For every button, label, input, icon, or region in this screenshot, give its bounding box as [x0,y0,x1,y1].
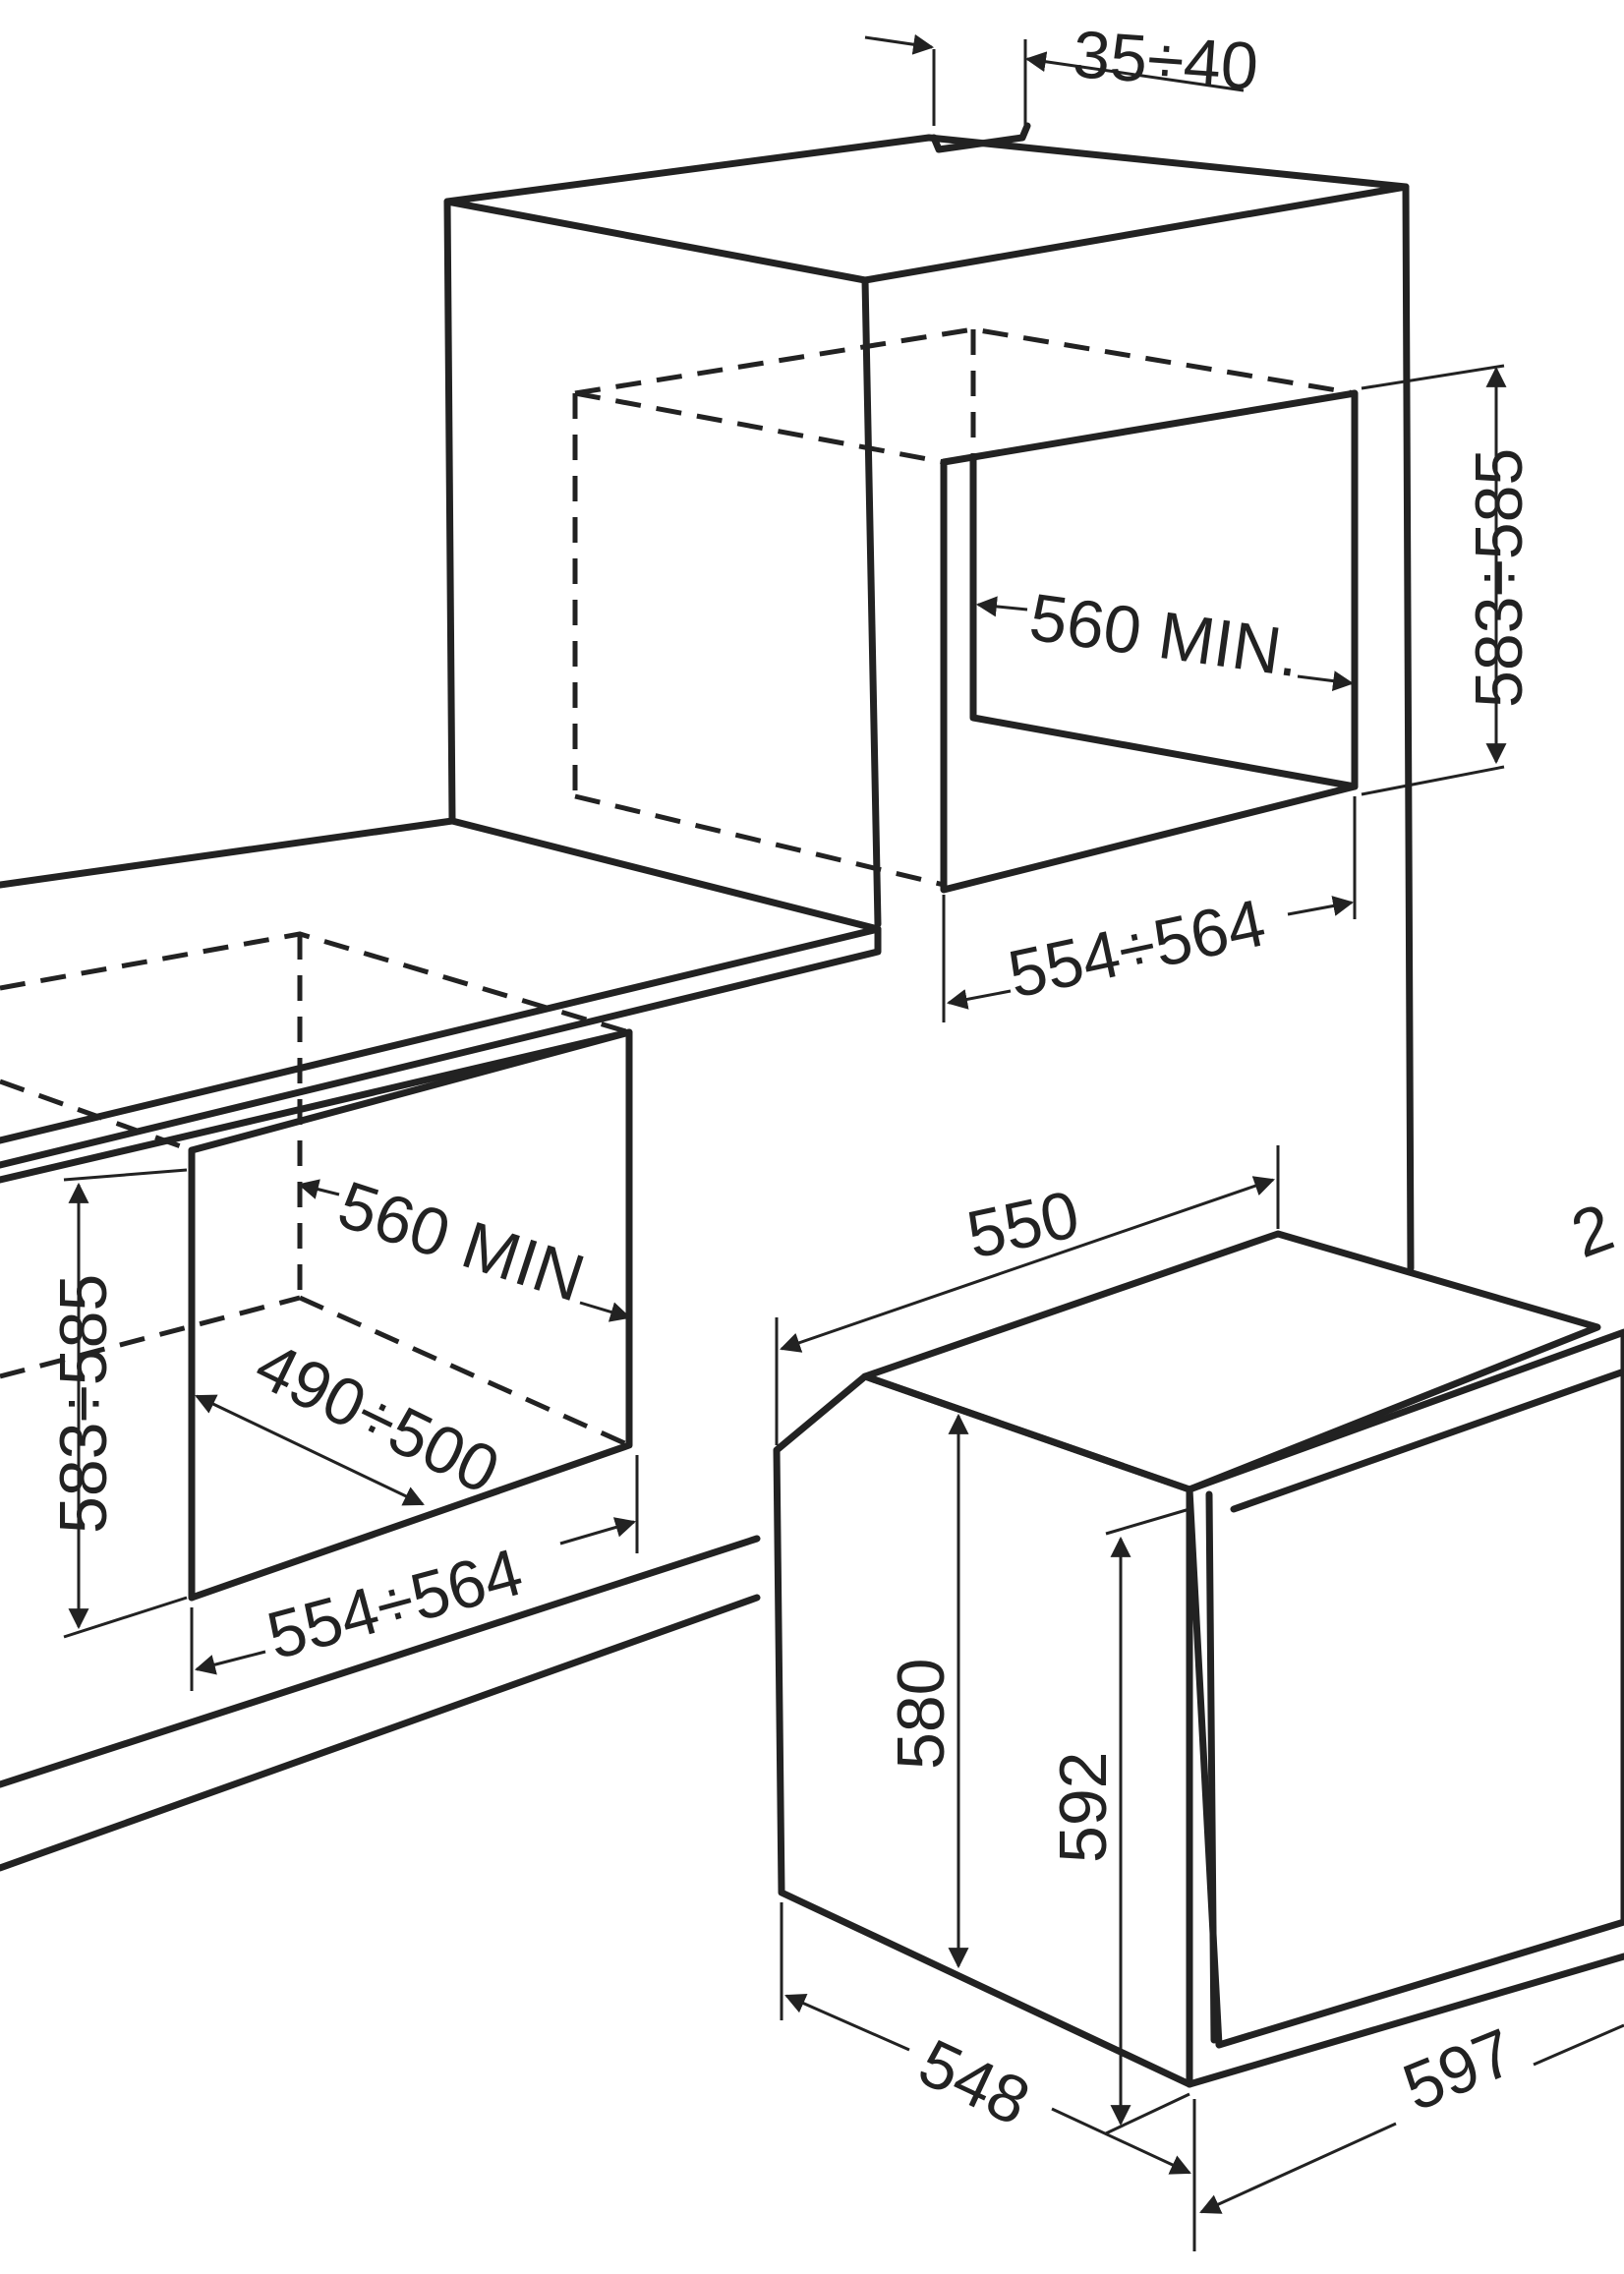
dimension-upper-width: 554÷564 [942,796,1357,1022]
dimension-oven-side-partial: 2 [1562,1190,1623,1272]
label-lower-depth: 560 MIN [329,1167,593,1316]
dimension-oven-width: 597 [1199,2014,1624,2214]
label-upper-width: 554÷564 [1002,885,1271,1012]
dimension-oven-bottom-depth: 548 [780,1902,1196,2251]
label-oven-width: 597 [1393,2014,1525,2126]
dimension-oven-front-height: 592 [1046,1507,1190,2135]
label-gap-top: 35÷40 [1071,17,1260,104]
dimension-oven-body-height: 580 [884,1413,969,1969]
label-oven-body-height: 580 [884,1659,958,1770]
dimension-upper-depth: 560 MIN. [975,580,1355,692]
label-oven-top-depth: 550 [960,1177,1085,1273]
dimension-lower-depth: 560 MIN [297,1167,632,1322]
dimension-lower-inner-depth: 490÷500 [195,1327,510,1508]
dimension-oven-top-depth: 550 [775,1145,1280,1445]
label-upper-depth: 560 MIN. [1025,580,1305,692]
dimension-upper-height: 583÷585 [1361,364,1537,796]
dimension-lower-height: 583÷585 [46,1168,188,1639]
label-oven-bottom-depth: 548 [908,2025,1041,2140]
lower-cabinet [0,817,882,1872]
upper-cabinet [443,122,1415,1272]
label-lower-height: 583÷585 [46,1274,121,1534]
label-upper-height: 583÷585 [1462,448,1537,708]
dimension-gap-top: 35÷40 [864,17,1260,126]
label-oven-front-height: 592 [1046,1752,1121,1863]
label-oven-side-partial: 2 [1562,1190,1623,1272]
